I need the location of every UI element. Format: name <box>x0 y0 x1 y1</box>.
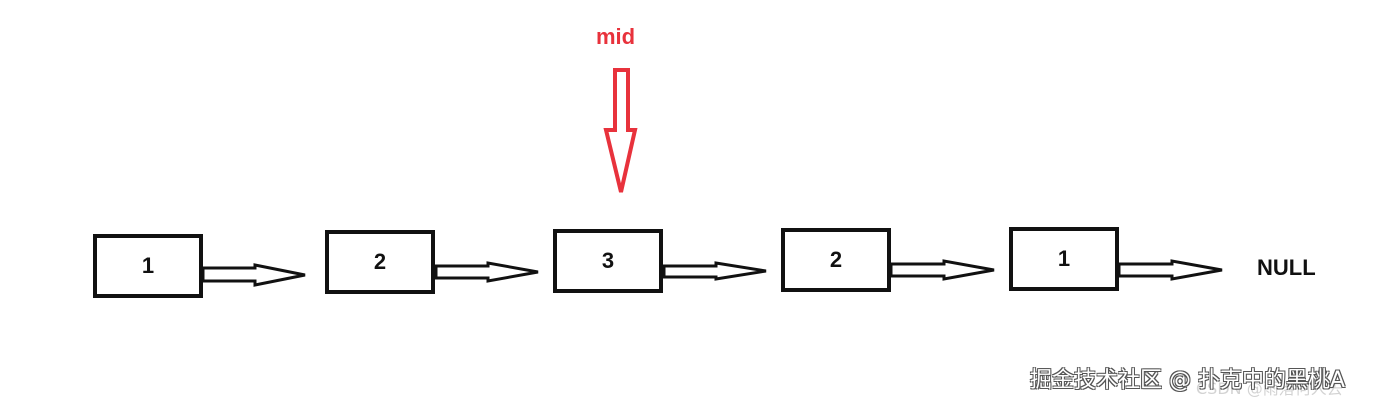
list-node-3: 3 <box>553 229 663 293</box>
link-arrow <box>434 261 539 283</box>
secondary-watermark: CSDN @雨落何人去 <box>1196 379 1343 398</box>
link-arrow <box>201 263 306 287</box>
list-node-4: 2 <box>781 228 891 292</box>
node-value: 2 <box>829 247 843 272</box>
link-arrow <box>889 259 995 281</box>
list-node-1: 1 <box>93 234 203 298</box>
link-arrow <box>662 261 767 281</box>
mid-pointer-label: mid <box>596 24 636 49</box>
link-arrow <box>1117 259 1223 281</box>
node-value: 1 <box>1057 246 1071 271</box>
watermark: 掘金技术社区 @ 扑克中的黑桃A <box>1030 368 1346 393</box>
node-value: 2 <box>373 249 387 274</box>
null-terminal-label: NULL <box>1257 255 1316 280</box>
mid-pointer-arrow <box>603 68 638 193</box>
node-value: 3 <box>601 248 615 273</box>
list-node-2: 2 <box>325 230 435 294</box>
node-value: 1 <box>141 253 155 278</box>
list-node-5: 1 <box>1009 227 1119 291</box>
